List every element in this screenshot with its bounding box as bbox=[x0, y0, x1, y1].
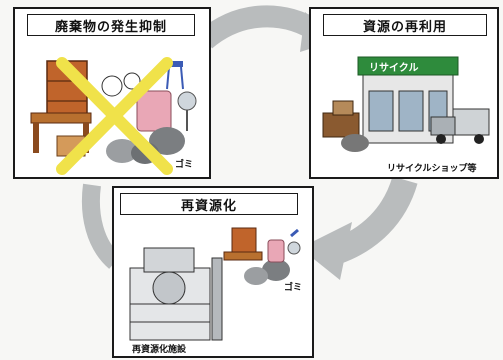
waste-pile-illustration bbox=[30, 57, 197, 175]
panel-recycle-facility-caption: 再資源化施設 bbox=[132, 345, 187, 355]
panel-recycle-garbage-caption: ゴミ bbox=[284, 283, 303, 293]
panel-reduce-caption: ゴミ bbox=[175, 160, 194, 170]
recycling-facility-illustration bbox=[129, 227, 301, 341]
cycle-arrowhead-right bbox=[300, 222, 352, 280]
recycle-shop-illustration bbox=[322, 56, 490, 152]
shop-sign: リサイクル bbox=[369, 63, 419, 74]
cycle-arrow-left bbox=[81, 183, 122, 269]
panel-recycle: 再資源化 ゴミ 再資源化施設 bbox=[112, 186, 314, 358]
panel-reuse-caption: リサイクルショップ等 bbox=[387, 164, 477, 174]
panel-reduce: 廃棄物の発生抑制 bbox=[13, 7, 211, 179]
panel-reuse: 資源の再利用 リサイクル リサイクルショップ等 bbox=[309, 7, 499, 179]
panel-reuse-title: 資源の再利用 bbox=[323, 14, 487, 36]
panel-recycle-title: 再資源化 bbox=[120, 193, 298, 215]
cycle-arrow-top bbox=[197, 5, 325, 49]
panel-reduce-title: 廃棄物の発生抑制 bbox=[27, 14, 195, 36]
